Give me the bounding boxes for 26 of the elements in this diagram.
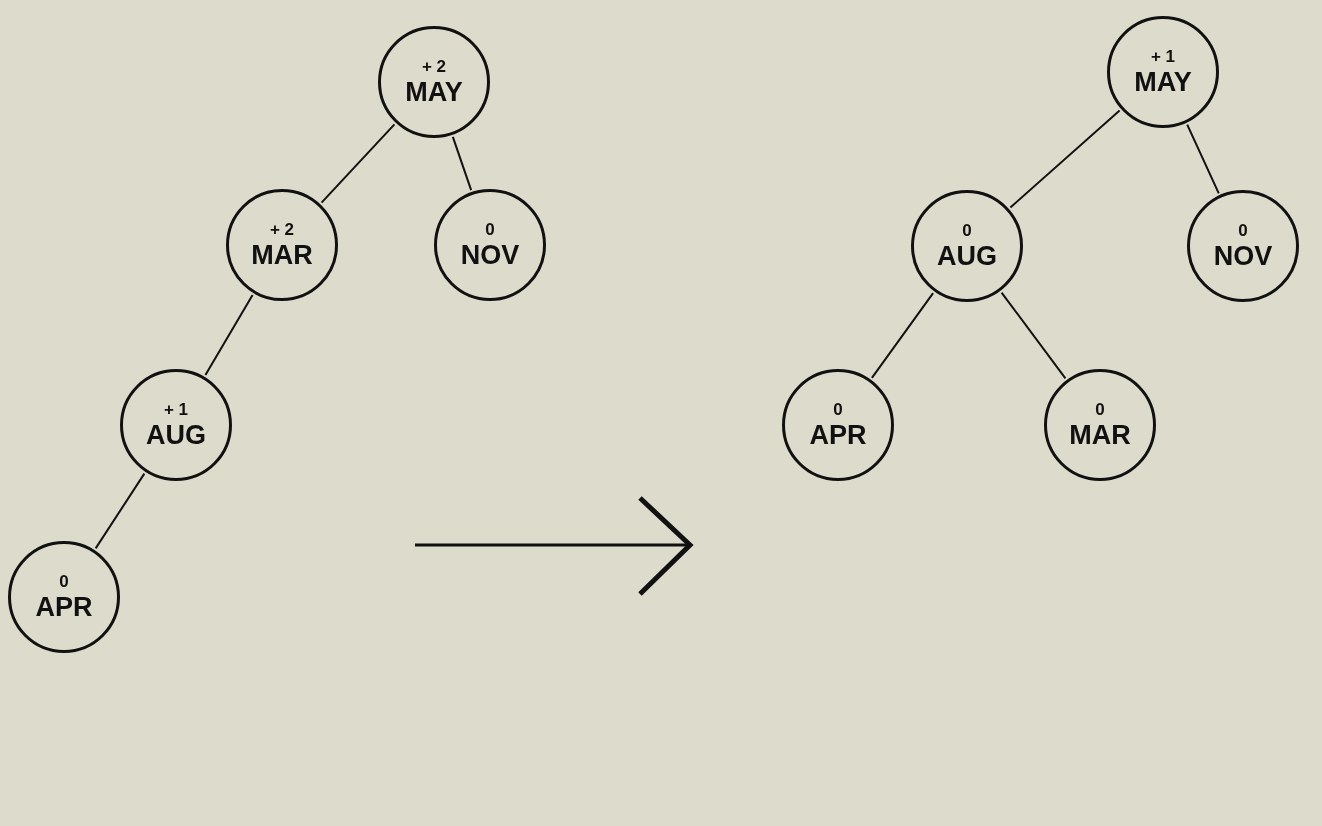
balance-factor: 0 — [833, 401, 843, 418]
node-key: APR — [35, 594, 93, 621]
balance-factor: 0 — [1095, 401, 1105, 418]
balance-factor: + 1 — [163, 401, 189, 418]
tree-edge — [1009, 109, 1121, 209]
tree-edge — [870, 292, 935, 379]
node-key: NOV — [460, 242, 520, 269]
balance-factor: 0 — [59, 573, 69, 590]
tree-edge — [320, 123, 396, 204]
balance-factor: 0 — [1238, 222, 1248, 239]
node-key: MAR — [251, 242, 313, 269]
balance-factor: + 1 — [1150, 48, 1176, 65]
balance-factor: + 2 — [421, 58, 447, 75]
tree-edge — [94, 472, 146, 550]
balance-factor: 0 — [962, 222, 972, 239]
balance-factor: + 2 — [269, 221, 295, 238]
node-key: AUG — [937, 243, 997, 270]
node-key: MAR — [1069, 422, 1131, 449]
node-key: APR — [809, 422, 867, 449]
node-key: NOV — [1213, 243, 1273, 270]
node-key: AUG — [146, 422, 206, 449]
node-key: MAY — [1134, 69, 1192, 96]
tree-edge — [1000, 291, 1067, 380]
tree-edge — [204, 294, 254, 376]
node-key: MAY — [405, 79, 463, 106]
balance-factor: 0 — [485, 221, 495, 238]
